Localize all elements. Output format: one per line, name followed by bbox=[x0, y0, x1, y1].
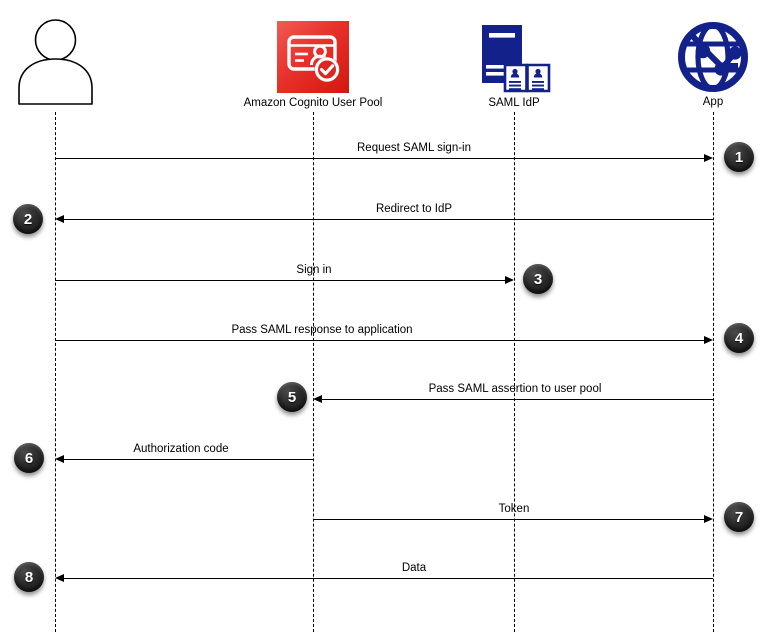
message-label-4: Pass SAML response to application bbox=[231, 324, 413, 336]
message-arrow-7 bbox=[313, 519, 705, 520]
step-badge-8: 8 bbox=[14, 562, 44, 592]
lifeline-saml-idp bbox=[514, 112, 515, 632]
amazon-cognito-icon bbox=[277, 21, 349, 93]
user-actor-icon bbox=[13, 18, 98, 111]
message-arrow-2 bbox=[64, 219, 713, 220]
message-label-2: Redirect to IdP bbox=[375, 203, 453, 215]
message-arrow-5 bbox=[322, 399, 713, 400]
arrowhead-4 bbox=[704, 335, 713, 344]
message-arrow-3 bbox=[55, 280, 506, 281]
message-arrow-4 bbox=[55, 340, 705, 341]
message-label-3: Sign in bbox=[296, 264, 332, 276]
step-badge-5: 5 bbox=[277, 382, 307, 412]
arrowhead-6 bbox=[55, 454, 64, 463]
message-label-1: Request SAML sign-in bbox=[357, 142, 471, 154]
participant-cognito-label: Amazon Cognito User Pool bbox=[243, 97, 383, 109]
step-badge-4: 4 bbox=[724, 323, 754, 353]
participant-user[interactable] bbox=[13, 18, 98, 111]
message-label-5: Pass SAML assertion to user pool bbox=[428, 383, 602, 395]
arrowhead-2 bbox=[55, 214, 64, 223]
lifeline-cognito bbox=[313, 112, 314, 632]
participant-app-label: App bbox=[702, 96, 724, 108]
step-badge-6: 6 bbox=[14, 443, 44, 473]
step-badge-1: 1 bbox=[724, 142, 754, 172]
message-arrow-1 bbox=[55, 158, 705, 159]
arrowhead-3 bbox=[505, 275, 514, 284]
lifeline-user bbox=[55, 112, 56, 632]
arrowhead-8 bbox=[55, 573, 64, 582]
arrowhead-7 bbox=[704, 514, 713, 523]
app-globe-icon bbox=[677, 20, 749, 99]
participant-app[interactable]: App bbox=[677, 20, 749, 108]
message-label-7: Token bbox=[498, 503, 530, 515]
step-badge-3: 3 bbox=[523, 264, 553, 294]
message-arrow-6 bbox=[64, 459, 313, 460]
participant-cognito[interactable]: Amazon Cognito User Pool bbox=[244, 21, 382, 109]
arrowhead-1 bbox=[704, 153, 713, 162]
saml-idp-icon bbox=[474, 21, 554, 98]
lifeline-app bbox=[713, 112, 714, 632]
arrowhead-5 bbox=[313, 394, 322, 403]
step-badge-7: 7 bbox=[724, 502, 754, 532]
step-badge-2: 2 bbox=[13, 204, 43, 234]
message-label-8: Data bbox=[401, 562, 427, 574]
participant-saml-idp[interactable]: SAML IdP bbox=[474, 21, 554, 109]
message-arrow-8 bbox=[64, 578, 713, 579]
message-label-6: Authorization code bbox=[133, 443, 229, 455]
participant-saml-idp-label: SAML IdP bbox=[488, 97, 540, 109]
